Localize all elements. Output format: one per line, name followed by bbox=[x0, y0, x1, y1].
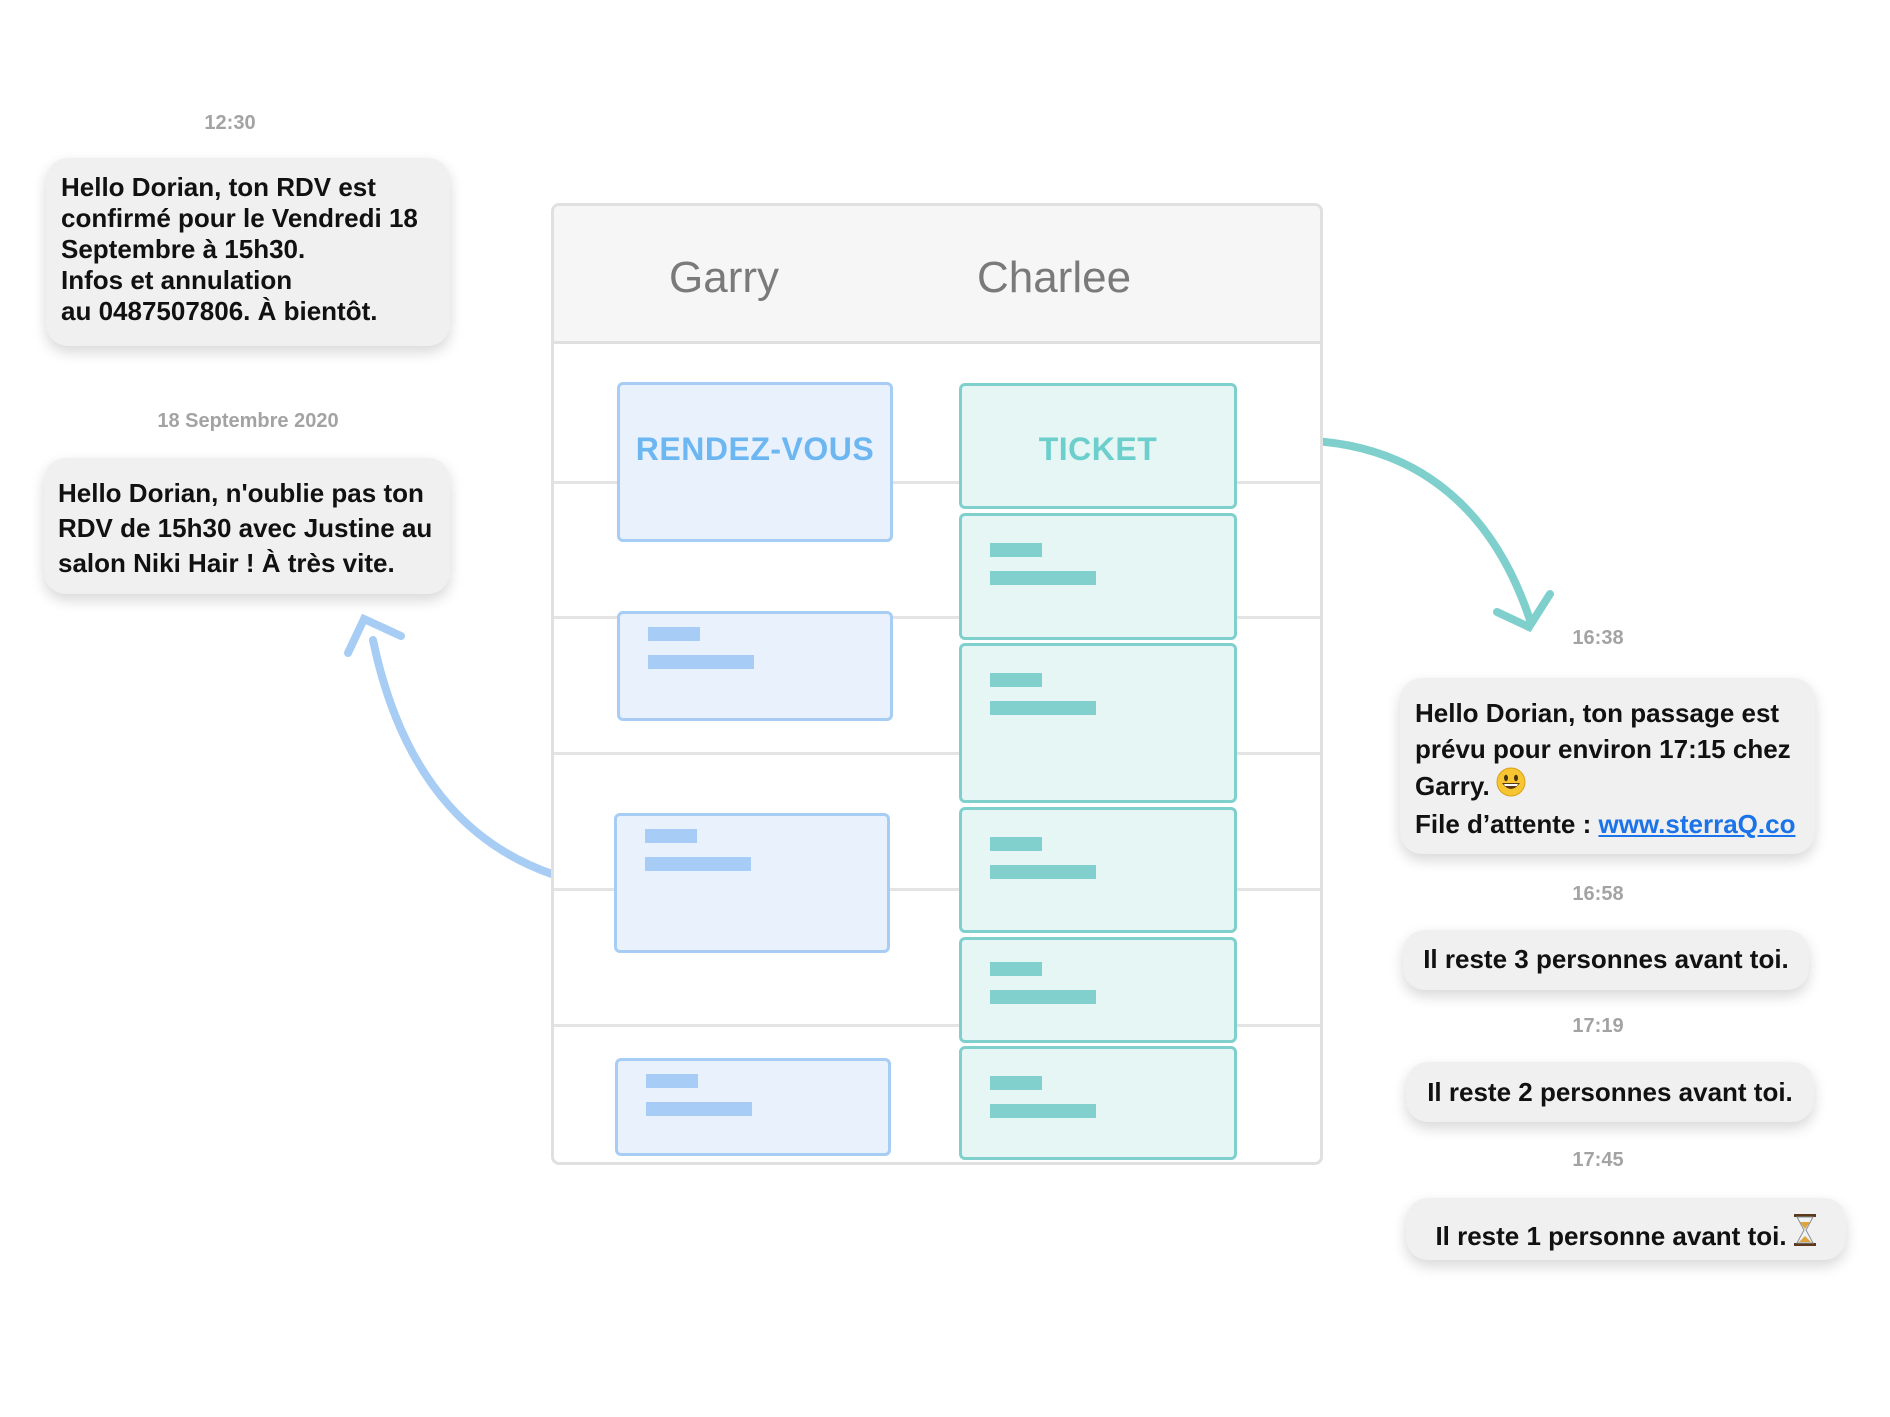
sms-bubble-queue-update: Il reste 3 personnes avant toi. bbox=[1403, 930, 1809, 990]
placeholder-bar bbox=[990, 571, 1096, 585]
placeholder-bar bbox=[990, 673, 1042, 687]
smiley-icon bbox=[1496, 767, 1526, 806]
message-line: confirmé pour le Vendredi 18 bbox=[61, 203, 418, 233]
placeholder-bar bbox=[646, 1074, 698, 1088]
message-line: prévu pour environ 17:15 chez bbox=[1415, 734, 1791, 764]
sms-bubble-queue-update: Il reste 1 personne avant toi. bbox=[1406, 1198, 1846, 1260]
message-line: au 0487507806. À bientôt. bbox=[61, 296, 378, 326]
placeholder-bar bbox=[990, 962, 1042, 976]
timestamp: 12:30 bbox=[204, 112, 256, 134]
sms-bubble-confirmation: Hello Dorian, ton RDV est confirmé pour … bbox=[46, 158, 450, 346]
ticket-card[interactable] bbox=[959, 937, 1237, 1043]
ticket-label: TICKET bbox=[1038, 431, 1158, 467]
schedule-board: Garry Charlee RENDEZ-VOUS TICKET bbox=[551, 203, 1323, 1165]
hourglass-icon bbox=[1793, 1213, 1817, 1254]
queue-label: File d’attente : bbox=[1415, 809, 1599, 839]
message-line: Hello Dorian, ton passage est bbox=[1415, 698, 1780, 728]
appointment-card[interactable] bbox=[614, 813, 890, 953]
row-divider bbox=[554, 888, 1320, 891]
timestamp: 16:58 bbox=[1572, 883, 1624, 905]
timestamp: 16:38 bbox=[1572, 627, 1624, 649]
column-charlee: Charlee bbox=[976, 253, 1132, 302]
ticket-card[interactable] bbox=[959, 513, 1237, 640]
message-line: Garry. bbox=[1415, 767, 1807, 806]
appointment-card[interactable] bbox=[615, 1058, 891, 1156]
placeholder-bar bbox=[990, 701, 1096, 715]
board-header: Garry Charlee bbox=[554, 206, 1320, 344]
ticket-arrow-head bbox=[1493, 590, 1554, 633]
message-line: Infos et annulation bbox=[61, 265, 293, 295]
placeholder-bar bbox=[990, 1076, 1042, 1090]
column-garry: Garry bbox=[669, 253, 779, 302]
ticket-card[interactable] bbox=[959, 643, 1237, 803]
message-line: salon Niki Hair ! À très vite. bbox=[58, 548, 395, 578]
row-divider bbox=[554, 616, 1320, 619]
placeholder-bar bbox=[990, 990, 1096, 1004]
queue-link[interactable]: www.sterraQ.co bbox=[1598, 809, 1796, 839]
message-line: RDV de 15h30 avec Justine au bbox=[58, 513, 433, 543]
message-line: File d’attente : www.sterraQ.co bbox=[1415, 806, 1807, 842]
ticket-card[interactable] bbox=[959, 807, 1237, 933]
placeholder-bar bbox=[990, 1104, 1096, 1118]
row-divider bbox=[554, 481, 1320, 484]
placeholder-bar bbox=[648, 627, 700, 641]
ticket-card[interactable] bbox=[959, 1046, 1237, 1160]
message-line: Hello Dorian, n'oublie pas ton bbox=[58, 478, 424, 508]
date-label: 18 Septembre 2020 bbox=[157, 410, 339, 432]
placeholder-bar bbox=[990, 543, 1042, 557]
message-line: Septembre à 15h30. bbox=[61, 234, 306, 264]
message-text: Garry. bbox=[1415, 771, 1490, 801]
message-line: Hello Dorian, ton RDV est bbox=[61, 172, 376, 202]
appointment-label: RENDEZ-VOUS bbox=[635, 431, 875, 467]
placeholder-bar bbox=[990, 865, 1096, 879]
message-text: Il reste 1 personne avant toi. bbox=[1435, 1221, 1787, 1251]
placeholder-bar bbox=[645, 829, 697, 843]
sms-bubble-reminder: Hello Dorian, n'oublie pas ton RDV de 15… bbox=[44, 458, 450, 594]
appointment-arrow-head bbox=[344, 613, 405, 657]
placeholder-bar bbox=[646, 1102, 752, 1116]
row-divider bbox=[554, 752, 1320, 755]
row-divider bbox=[554, 1024, 1320, 1027]
timestamp: 17:45 bbox=[1572, 1149, 1624, 1171]
appointment-card[interactable]: RENDEZ-VOUS bbox=[617, 382, 893, 542]
placeholder-bar bbox=[645, 857, 751, 871]
appointment-card[interactable] bbox=[617, 611, 893, 721]
sms-bubble-queue-update: Il reste 2 personnes avant toi. bbox=[1406, 1062, 1814, 1122]
timestamp: 17:19 bbox=[1572, 1015, 1624, 1037]
sms-bubble-queue-estimate: Hello Dorian, ton passage est prévu pour… bbox=[1400, 678, 1815, 854]
ticket-card[interactable]: TICKET bbox=[959, 383, 1237, 509]
placeholder-bar bbox=[990, 837, 1042, 851]
placeholder-bar bbox=[648, 655, 754, 669]
